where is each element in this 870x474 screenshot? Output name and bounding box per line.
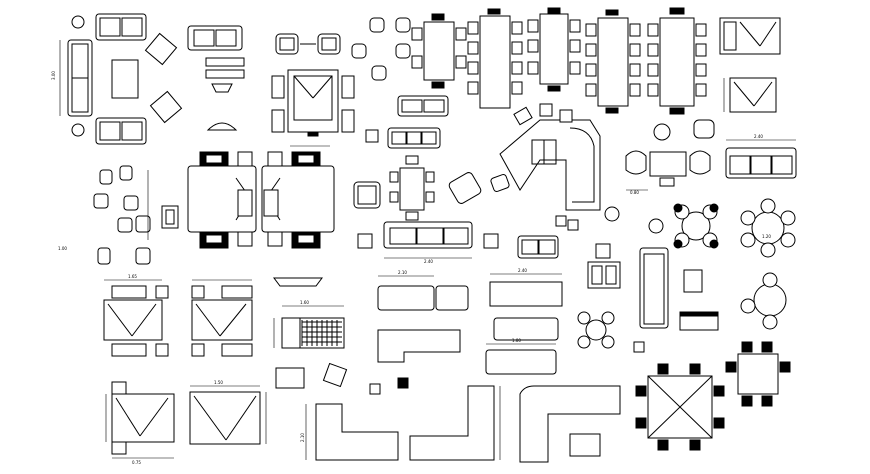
chair-column — [93, 165, 179, 265]
armchair-pair-top — [275, 33, 341, 55]
armchair-large — [271, 69, 355, 137]
dim-sectional-c: 1.80 — [512, 338, 521, 343]
bench-sofa-tall — [639, 247, 719, 331]
round-table-four-chairs — [604, 203, 719, 249]
dining-table-8a — [467, 8, 523, 109]
small-sofas-mid — [517, 235, 621, 289]
dining-table-10 — [647, 7, 707, 115]
long-sofa-top — [387, 95, 449, 149]
dim-desk: 1.50 — [214, 380, 223, 385]
dining-table-6 — [527, 7, 581, 92]
round-table-six-chairs — [740, 198, 796, 258]
round-table-lower — [577, 311, 645, 353]
dim-sectional-a: 2.10 — [398, 270, 407, 275]
dim-bed-width: 1.65 — [128, 274, 137, 279]
round-table-three-chairs — [740, 272, 787, 330]
double-bed-lower-mid — [189, 385, 267, 445]
ottoman-sofa — [273, 277, 323, 287]
round-tables-right — [625, 119, 715, 191]
dim-sectional-b: 2.40 — [518, 268, 527, 273]
beds-lower-left — [103, 279, 253, 357]
square-table-pyramid — [635, 363, 725, 451]
lounge-chairs-four — [351, 17, 411, 81]
dim-long-sofa: 2.40 — [424, 259, 433, 264]
dim-table-round: 1.20 — [762, 234, 771, 239]
long-sofa-mid: 2.40 — [357, 221, 499, 264]
double-bed-lower-left — [105, 381, 175, 459]
dim-dining-block: 1.60 — [300, 300, 309, 305]
bottom-small-items — [275, 362, 601, 457]
dim-small-chair: 0.75 — [132, 460, 141, 465]
armchair-mid — [353, 129, 381, 209]
dining-table-4 — [411, 13, 467, 89]
corner-sectional-center — [499, 103, 601, 231]
living-room-set: 3.00 — [51, 13, 183, 145]
dim-bench: 0.80 — [630, 190, 639, 195]
three-seat-sofa-right — [725, 139, 797, 179]
dim-armchair: 1.00 — [58, 246, 67, 251]
u-sofa-bottom — [409, 385, 501, 461]
armchair-right — [723, 77, 777, 113]
loveseat-block — [187, 25, 245, 131]
dining-table-8b — [585, 9, 641, 114]
hatched-table — [273, 305, 345, 349]
sectional-sofas-middle — [377, 273, 563, 375]
dim-corner-unit: 2.10 — [300, 433, 305, 442]
single-bed — [719, 17, 781, 55]
double-bed-set — [187, 145, 335, 249]
curved-sofa-bottom — [519, 385, 621, 463]
dim-sofa-set: 3.00 — [51, 71, 56, 80]
dim-square-sofa: 2.40 — [754, 134, 763, 139]
dining-table-mid — [389, 155, 435, 221]
square-table-six — [725, 341, 791, 407]
armchair-tilted-a — [448, 172, 510, 204]
l-sofa-bottom-left — [305, 403, 399, 461]
